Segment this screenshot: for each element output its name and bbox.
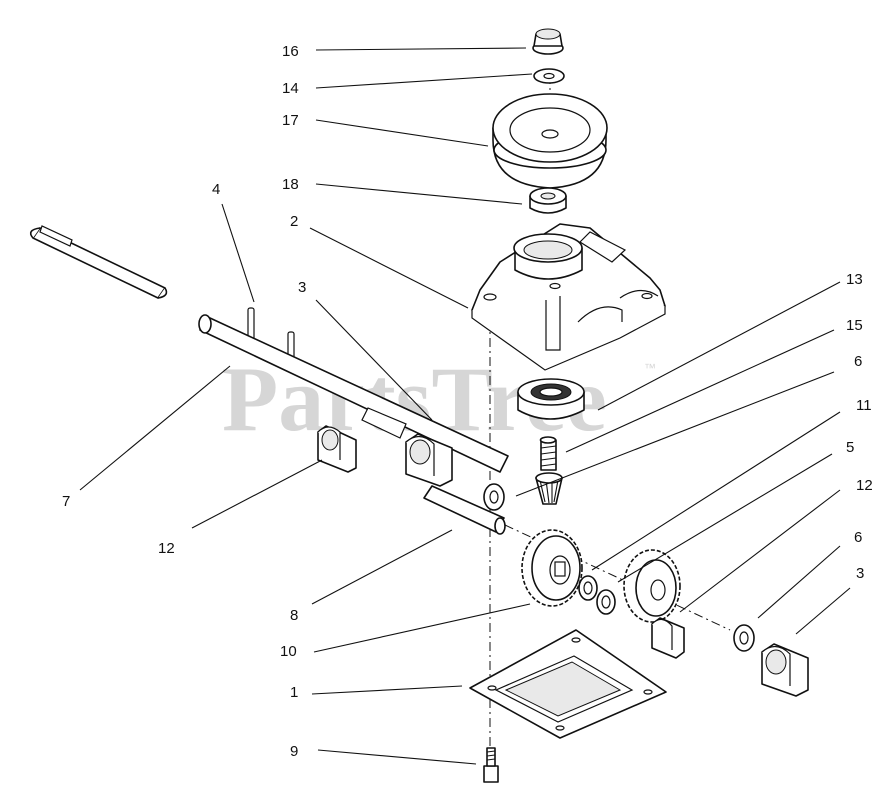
callout-17[interactable]: 17 xyxy=(282,112,299,129)
callout-12-left[interactable]: 12 xyxy=(158,540,175,557)
part-6-washer-right[interactable] xyxy=(733,624,755,652)
callout-2[interactable]: 2 xyxy=(290,213,298,230)
part-10-gear[interactable] xyxy=(521,529,583,607)
part-2-gear-case[interactable] xyxy=(471,223,666,371)
callout-11[interactable]: 11 xyxy=(856,397,872,414)
callout-18[interactable]: 18 xyxy=(282,176,299,193)
part-17-pulley[interactable] xyxy=(492,93,608,189)
part-3-bushing-right[interactable] xyxy=(761,643,809,697)
part-5-washer[interactable] xyxy=(596,589,616,615)
callout-7[interactable]: 7 xyxy=(62,493,70,510)
drive-gear[interactable] xyxy=(623,549,681,623)
part-13-bearing[interactable] xyxy=(517,378,585,420)
callout-4[interactable]: 4 xyxy=(212,181,220,198)
callout-3-upper[interactable]: 3 xyxy=(298,279,306,296)
callout-9[interactable]: 9 xyxy=(290,743,298,760)
callout-13[interactable]: 13 xyxy=(846,271,863,288)
callout-12-right[interactable]: 12 xyxy=(856,477,873,494)
part-11-washer[interactable] xyxy=(578,575,598,601)
callout-5[interactable]: 5 xyxy=(846,439,854,456)
part-3-bushing-upper[interactable] xyxy=(405,433,453,487)
part-15-pinion-shaft[interactable] xyxy=(539,436,557,471)
leader-lines xyxy=(79,47,851,765)
part-6-washer-center[interactable] xyxy=(483,483,505,511)
part-12-bushing-right[interactable] xyxy=(651,617,685,659)
callout-14[interactable]: 14 xyxy=(282,80,299,97)
callout-8[interactable]: 8 xyxy=(290,607,298,624)
callout-3-right[interactable]: 3 xyxy=(856,565,864,582)
part-18-spacer[interactable] xyxy=(529,187,567,214)
part-1-gear-case-cover[interactable] xyxy=(469,629,667,739)
callout-6-upper[interactable]: 6 xyxy=(854,353,862,370)
part-6-bevel-pinion[interactable] xyxy=(535,472,563,505)
callout-15[interactable]: 15 xyxy=(846,317,863,334)
part-12-bushing-left[interactable] xyxy=(317,425,357,473)
part-9-bolt[interactable] xyxy=(483,747,499,783)
part-16-flange-nut[interactable] xyxy=(532,28,564,55)
watermark-trademark: ™ xyxy=(644,361,656,375)
part-14-washer[interactable] xyxy=(533,68,565,84)
callout-1[interactable]: 1 xyxy=(290,684,298,701)
axle-tube[interactable] xyxy=(29,225,168,299)
part-7-axle-shaft[interactable] xyxy=(198,314,509,473)
callout-16[interactable]: 16 xyxy=(282,43,299,60)
callout-6-right[interactable]: 6 xyxy=(854,529,862,546)
part-8-key[interactable] xyxy=(423,485,506,535)
callout-10[interactable]: 10 xyxy=(280,643,297,660)
